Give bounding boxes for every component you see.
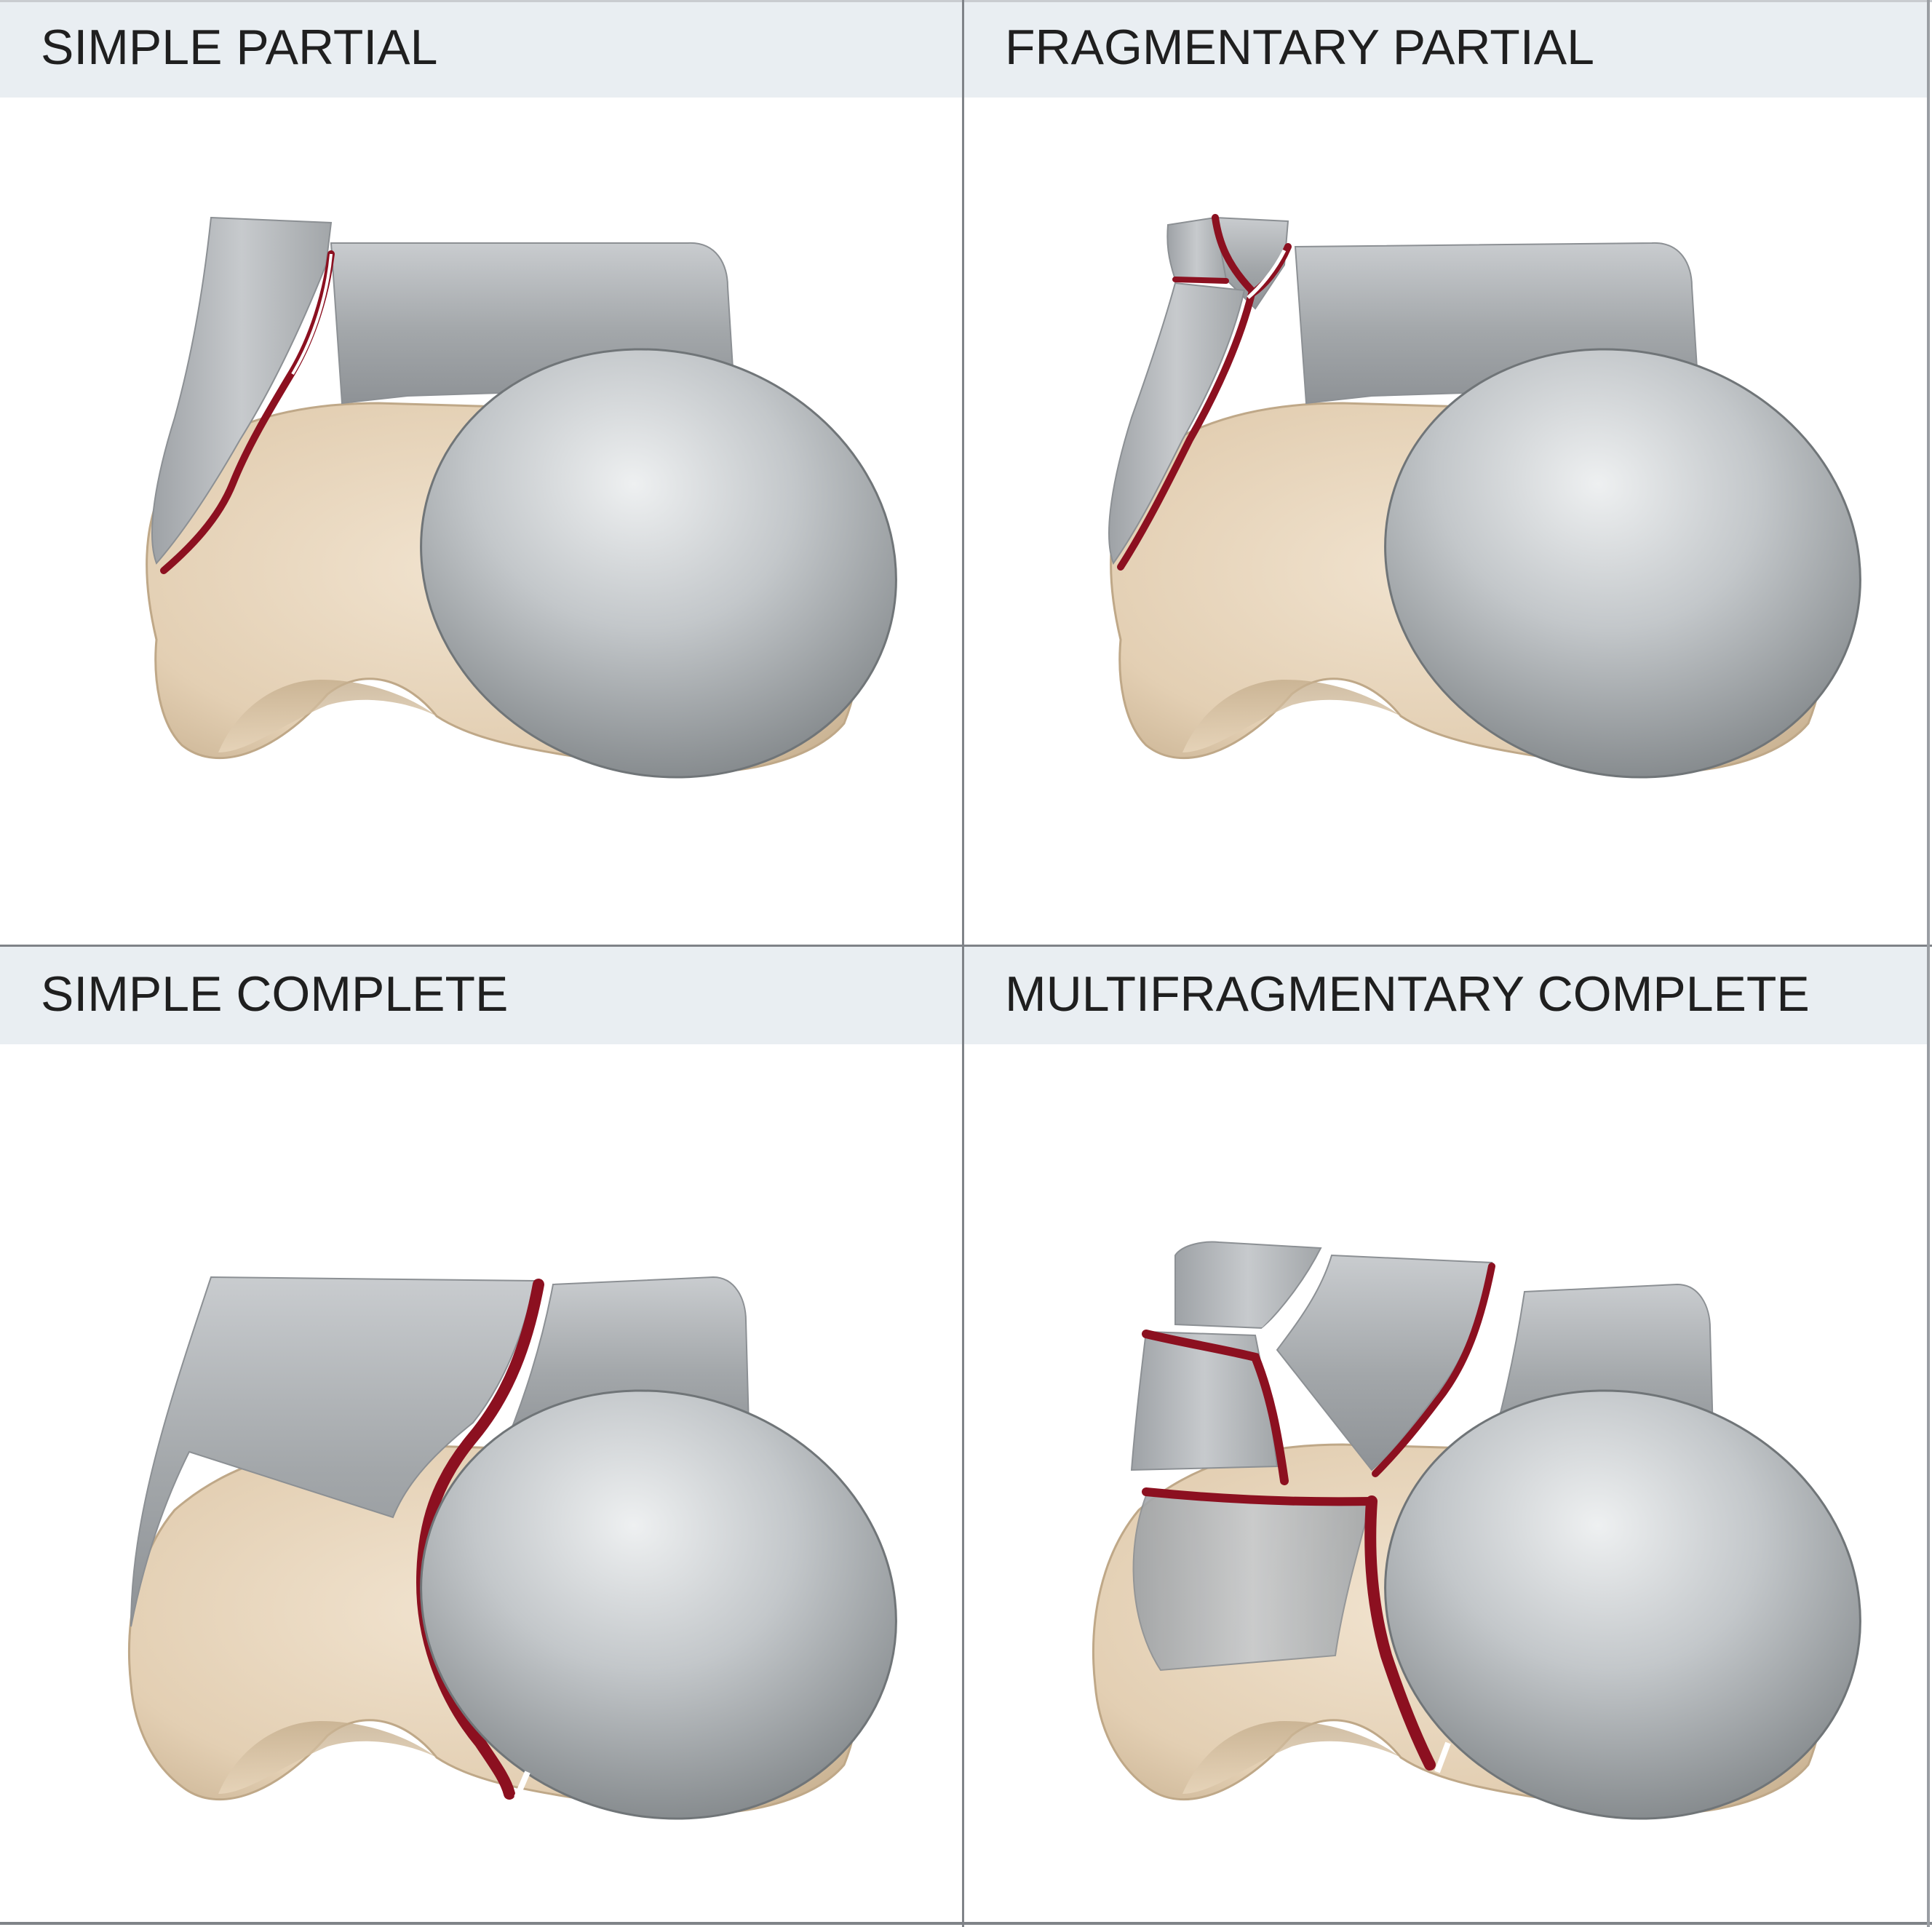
- panel-header: MULTIFRAGMENTARY COMPLETE: [964, 947, 1927, 1044]
- frame-top-border: [0, 0, 1932, 2]
- bone-illustration-simple-partial: [146, 216, 897, 779]
- panel-title: SIMPLE COMPLETE: [41, 966, 509, 1022]
- bone-illustration-simple-complete: [128, 1276, 897, 1820]
- bone-illustration-multifragmentary-complete: [1092, 1241, 1861, 1820]
- panel-header: SIMPLE PARTIAL: [0, 0, 962, 98]
- horizontal-divider: [0, 945, 1932, 947]
- panel-title: SIMPLE PARTIAL: [41, 20, 438, 75]
- panel-multifragmentary-complete: MULTIFRAGMENTARY COMPLETE: [964, 947, 1927, 1922]
- panel-title: MULTIFRAGMENTARY COMPLETE: [1005, 966, 1810, 1022]
- panel-header: FRAGMENTARY PARTIAL: [964, 0, 1927, 98]
- panel-fragmentary-partial: FRAGMENTARY PARTIAL: [964, 0, 1927, 945]
- panel-simple-complete: SIMPLE COMPLETE: [0, 947, 962, 1922]
- panel-simple-partial: SIMPLE PARTIAL: [0, 0, 962, 945]
- vertical-divider: [962, 0, 964, 1927]
- panel-title: FRAGMENTARY PARTIAL: [1005, 20, 1594, 75]
- frame-bottom-border: [0, 1922, 1932, 1925]
- panel-header: SIMPLE COMPLETE: [0, 947, 962, 1044]
- bone-illustration-fragmentary-partial: [1108, 214, 1861, 779]
- frame-right-border: [1927, 0, 1930, 1927]
